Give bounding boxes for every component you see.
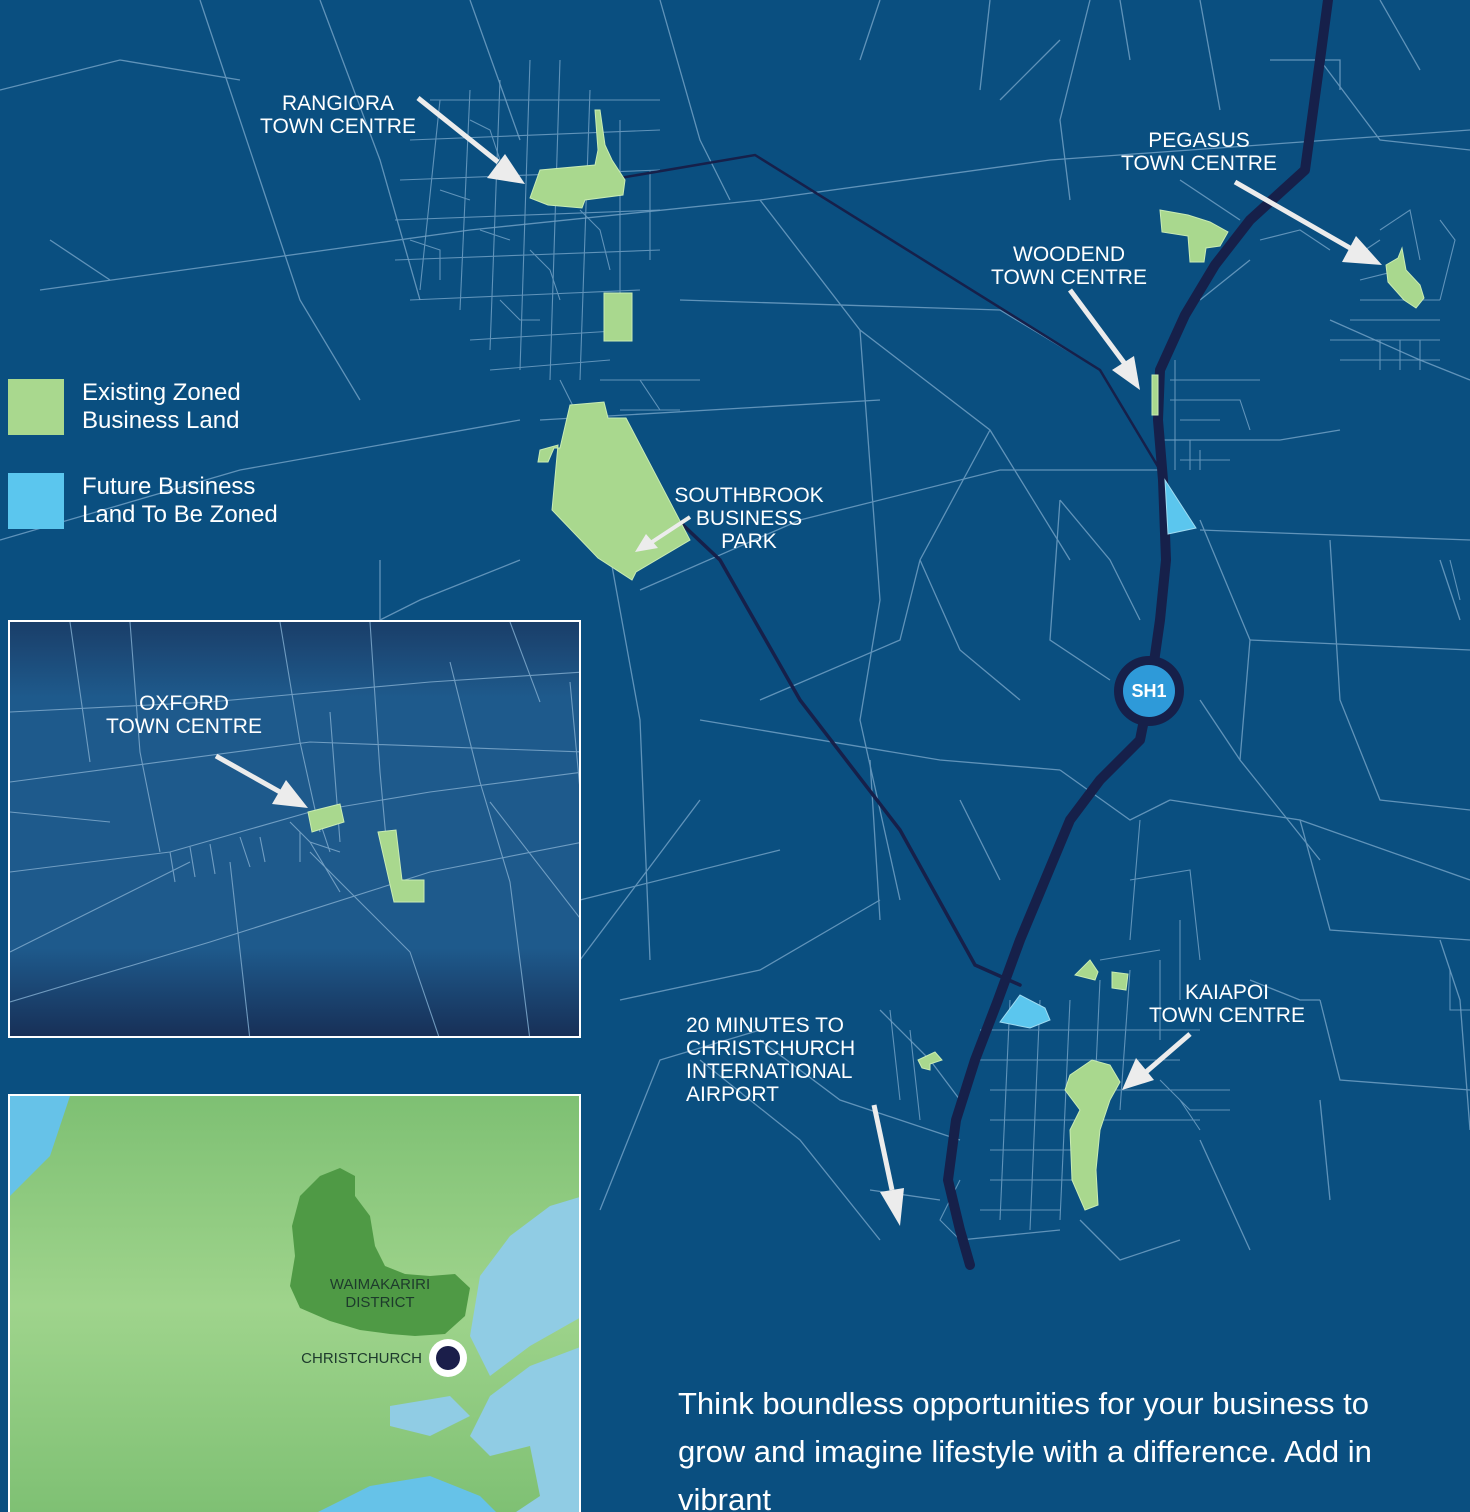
legend-swatch-existing [8, 379, 64, 435]
label-woodend-line2: TOWN CENTRE [991, 266, 1147, 289]
future-zone-woodend [1164, 478, 1197, 535]
label-kaiapoi-line1: KAIAPOI [1184, 981, 1270, 1004]
label-airport-line3: INTERNATIONAL [686, 1060, 853, 1083]
arrow-southbrook [635, 515, 692, 552]
zone-pegasus-west [1159, 209, 1229, 263]
label-waimakariri: WAIMAKARIRI DISTRICT [310, 1276, 450, 1312]
label-pegasus-line1: PEGASUS [1148, 129, 1250, 152]
pegasus-streets [1259, 209, 1456, 370]
legend-existing-line1: Existing Zoned [82, 379, 241, 406]
arrow-pegasus [1233, 179, 1382, 265]
legend-label-existing: Existing Zoned Business Land [82, 379, 342, 435]
label-rangiora: RANGIORA TOWN CENTRE [250, 92, 426, 138]
sea-south [318, 1476, 496, 1512]
christchurch-marker-dot [436, 1346, 460, 1370]
oxford-inset-map: OXFORD TOWN CENTRE [8, 620, 581, 1038]
waimakariri-district-shape [290, 1168, 470, 1336]
arrow-kaiapoi [1122, 1032, 1192, 1090]
label-waimakariri-line2: DISTRICT [345, 1294, 415, 1311]
sea-northwest [10, 1096, 70, 1196]
label-woodend-line1: WOODEND [1013, 243, 1125, 266]
label-oxford: OXFORD TOWN CENTRE [94, 692, 274, 738]
oxford-roads [10, 622, 579, 1036]
legend-existing-line2: Business Land [82, 407, 240, 434]
label-southbrook: SOUTHBROOK BUSINESS PARK [664, 484, 834, 553]
arrow-oxford [214, 753, 308, 808]
label-southbrook-line1: SOUTHBROOK [674, 484, 824, 507]
legend-future-line1: Future Business [82, 473, 256, 500]
label-southbrook-line3: PARK [721, 530, 777, 553]
arrow-woodend [1067, 288, 1140, 390]
legend-swatch-future [8, 473, 64, 529]
label-airport: 20 MINUTES TO CHRISTCHURCH INTERNATIONAL… [686, 1014, 886, 1106]
highway-shield: SH1 [1114, 656, 1184, 726]
zone-oxford-east [377, 829, 425, 903]
zone-airport-west [917, 1051, 943, 1071]
label-pegasus-line2: TOWN CENTRE [1121, 152, 1277, 175]
misc-streets [889, 559, 1470, 1121]
zone-rangiora [529, 109, 626, 209]
existing-business-zones [529, 109, 1425, 1211]
legend-future-line2: Land To Be Zoned [82, 501, 278, 528]
zone-woodend [1151, 374, 1159, 416]
label-southbrook-line2: BUSINESS [695, 507, 803, 530]
sea-pegasus-bay [470, 1197, 579, 1376]
zone-southbrook [537, 401, 691, 581]
label-airport-line4: AIRPORT [686, 1083, 779, 1106]
arrow-airport [871, 1104, 904, 1226]
future-business-zones [999, 478, 1197, 1029]
harbour [390, 1396, 470, 1436]
label-airport-line2: CHRISTCHURCH [686, 1037, 856, 1060]
label-rangiora-line1: RANGIORA [281, 92, 394, 115]
zone-pegasus [1385, 246, 1425, 309]
sea-east [470, 1347, 579, 1512]
zone-rangiora-south [603, 292, 633, 342]
zone-oxford [307, 803, 345, 833]
oxford-inset-svg [10, 622, 579, 1036]
label-pegasus: PEGASUS TOWN CENTRE [1110, 129, 1288, 175]
zone-kaiapoi [1064, 1059, 1121, 1211]
description-text: Think boundless opportunities for your b… [678, 1386, 1372, 1512]
rangiora-streets [394, 59, 700, 441]
label-oxford-line1: OXFORD [139, 692, 229, 715]
label-kaiapoi: KAIAPOI TOWN CENTRE [1138, 981, 1316, 1027]
label-airport-line1: 20 MINUTES TO [686, 1014, 844, 1037]
label-rangiora-line2: TOWN CENTRE [260, 115, 416, 138]
label-waimakariri-line1: WAIMAKARIRI [329, 1276, 431, 1293]
label-oxford-line2: TOWN CENTRE [106, 715, 262, 738]
region-inset-map: WAIMAKARIRI DISTRICT CHRISTCHURCH [8, 1094, 581, 1512]
label-woodend: WOODEND TOWN CENTRE [980, 243, 1158, 289]
future-zone-kaiapoi [999, 994, 1051, 1029]
secondary-routes [618, 153, 1162, 987]
arrow-rangiora [416, 96, 525, 184]
woodend-streets [1170, 360, 1260, 470]
pointer-arrows [416, 96, 1382, 1226]
road-network [0, 0, 1470, 1261]
highway-shield-label: SH1 [1123, 665, 1175, 717]
zone-kaiapoi-north-1 [1074, 959, 1099, 981]
label-kaiapoi-line2: TOWN CENTRE [1149, 1004, 1305, 1027]
zone-kaiapoi-north-2 [1111, 971, 1129, 991]
label-christchurch: CHRISTCHURCH [301, 1350, 422, 1367]
legend-label-future: Future Business Land To Be Zoned [82, 473, 342, 529]
region-inset-svg [10, 1096, 579, 1512]
